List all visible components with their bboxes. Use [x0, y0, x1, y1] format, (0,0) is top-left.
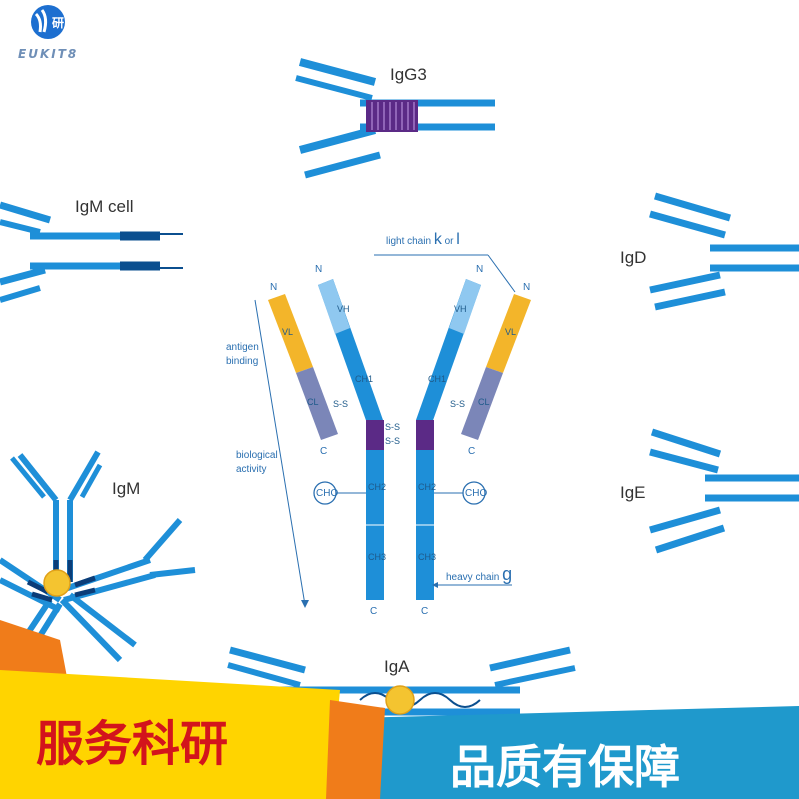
- igm-label: IgM: [112, 479, 140, 498]
- light-chain-right-constant: [461, 367, 503, 440]
- logo-badge-glyph: 研: [52, 16, 64, 30]
- light-chain-left-constant: [296, 367, 338, 440]
- n-terminus-light-right: N: [523, 282, 530, 293]
- vl-left-label: VL: [282, 327, 293, 337]
- ch1-right-label: CH1: [428, 374, 446, 384]
- banner-right-text: 品质有保障: [450, 740, 680, 794]
- banner-blue-panel: [345, 706, 799, 799]
- igg3-antibody-icon: [295, 58, 495, 179]
- logo-text: EUKIT8: [18, 47, 78, 61]
- light-chain-right-variable: [486, 294, 531, 373]
- c-terminus-heavy-left: C: [370, 606, 377, 617]
- biological-activity-label-2: activity: [236, 464, 267, 475]
- iga-label: IgA: [384, 657, 410, 676]
- n-terminus-heavy-right: N: [476, 264, 483, 275]
- ch2-left-label: CH2: [368, 482, 386, 492]
- light-chain-left-variable: [268, 294, 313, 373]
- light-chain-label: light chain k or l: [386, 231, 460, 248]
- igg3-label: IgG3: [390, 65, 427, 84]
- cl-left-label: CL: [307, 397, 319, 407]
- vl-right-label: VL: [505, 327, 516, 337]
- antigen-binding-label-2: binding: [226, 356, 258, 367]
- hinge-ss-bond-1: S-S: [385, 422, 400, 432]
- heavy-chain-label: heavy chain g: [446, 564, 512, 584]
- cl-right-label: CL: [478, 397, 490, 407]
- ige-label: IgE: [620, 483, 646, 502]
- igd-label: IgD: [620, 248, 646, 267]
- igm-cell-antibody-icon: [0, 201, 183, 303]
- n-terminus-heavy-left: N: [315, 264, 322, 275]
- ch1-left-label: CH1: [355, 374, 373, 384]
- ige-antibody-icon: [649, 428, 799, 554]
- igm-cell-label: IgM cell: [75, 197, 134, 216]
- ch3-left-label: CH3: [368, 552, 386, 562]
- antigen-binding-label-1: antigen: [226, 342, 259, 353]
- banner-yellow-panel: [0, 670, 340, 799]
- right-ss-bond: S-S: [450, 399, 465, 409]
- banner-left-text: 服务科研: [36, 716, 228, 772]
- igd-antibody-icon: [649, 192, 799, 311]
- logo: 研 EUKIT8: [18, 5, 78, 61]
- biological-activity-label-1: biological: [236, 450, 278, 461]
- ch3-right-label: CH3: [418, 552, 436, 562]
- vh-left-label: VH: [337, 304, 350, 314]
- c-terminus-light-right: C: [468, 446, 475, 457]
- igg-central-structure: VH VH CH1 CH1 VL VL CL CL CH2 CH2 CH3 CH…: [226, 231, 531, 617]
- ch2-right-label: CH2: [418, 482, 436, 492]
- biological-activity-arrow: [254, 299, 306, 606]
- n-terminus-light-left: N: [270, 282, 277, 293]
- left-ss-bond: S-S: [333, 399, 348, 409]
- vh-right-label: VH: [454, 304, 467, 314]
- hinge-ss-bond-2: S-S: [385, 436, 400, 446]
- j-chain-icon: [43, 569, 71, 597]
- iga-j-chain-icon: [385, 685, 415, 715]
- cho-right-label: CHO: [465, 488, 487, 499]
- cho-left-label: CHO: [316, 488, 338, 499]
- hinge-right: [416, 420, 434, 450]
- c-terminus-heavy-right: C: [421, 606, 428, 617]
- c-terminus-light-left: C: [320, 446, 327, 457]
- hinge-left: [366, 420, 384, 450]
- promo-banner: 服务科研 品质有保障: [0, 620, 799, 799]
